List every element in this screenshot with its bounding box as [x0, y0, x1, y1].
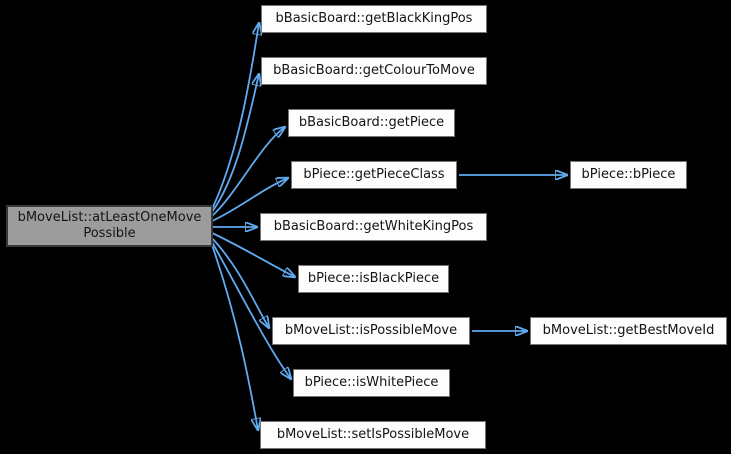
node-getbestmoveid[interactable]: bMoveList::getBestMoveId: [530, 317, 727, 345]
edge-to-getpiece: [211, 127, 285, 217]
node-getwhitekingpos[interactable]: bBasicBoard::getWhiteKingPos: [260, 213, 487, 241]
node-isblackpiece-label: bPiece::isBlackPiece: [307, 270, 440, 286]
edge-to-isblackpiece: [211, 232, 295, 277]
edge-to-getpiececlass: [211, 178, 288, 222]
node-iswhitepiece[interactable]: bPiece::isWhitePiece: [293, 369, 450, 397]
node-isblackpiece[interactable]: bPiece::isBlackPiece: [298, 265, 449, 293]
node-bpiece-constructor[interactable]: bPiece::bPiece: [570, 161, 687, 189]
edge-to-getblackkingpos: [211, 23, 259, 210]
node-iswhitepiece-label: bPiece::isWhitePiece: [304, 374, 439, 390]
node-getpiece[interactable]: bBasicBoard::getPiece: [288, 109, 455, 137]
node-getpiececlass[interactable]: bPiece::getPieceClass: [291, 161, 457, 189]
edge-to-getcolourtomove: [211, 74, 259, 213]
node-getpiececlass-label: bPiece::getPieceClass: [303, 166, 445, 182]
node-ispossiblemove-label: bMoveList::isPossibleMove: [284, 322, 458, 338]
node-getblackkingpos[interactable]: bBasicBoard::getBlackKingPos: [261, 5, 487, 33]
edge-to-ispossiblemove: [211, 237, 269, 328]
edge-to-iswhitepiece: [211, 241, 291, 379]
edge-to-setispossiblemove: [211, 244, 258, 430]
node-getpiece-label: bBasicBoard::getPiece: [298, 114, 445, 130]
node-getwhitekingpos-label: bBasicBoard::getWhiteKingPos: [273, 218, 474, 234]
node-ispossiblemove[interactable]: bMoveList::isPossibleMove: [272, 317, 470, 345]
node-atleastonemovepossible: bMoveList::atLeastOneMove Possible: [6, 205, 213, 247]
node-setispossiblemove[interactable]: bMoveList::setIsPossibleMove: [260, 421, 486, 449]
node-bpiece-constructor-label: bPiece::bPiece: [581, 166, 676, 182]
node-getcolourtomove[interactable]: bBasicBoard::getColourToMove: [261, 57, 487, 85]
node-getblackkingpos-label: bBasicBoard::getBlackKingPos: [275, 10, 473, 26]
node-atleastonemovepossible-label: bMoveList::atLeastOneMove Possible: [17, 209, 202, 241]
node-getcolourtomove-label: bBasicBoard::getColourToMove: [273, 62, 475, 78]
node-setispossiblemove-label: bMoveList::setIsPossibleMove: [276, 426, 470, 442]
node-getbestmoveid-label: bMoveList::getBestMoveId: [542, 322, 715, 338]
